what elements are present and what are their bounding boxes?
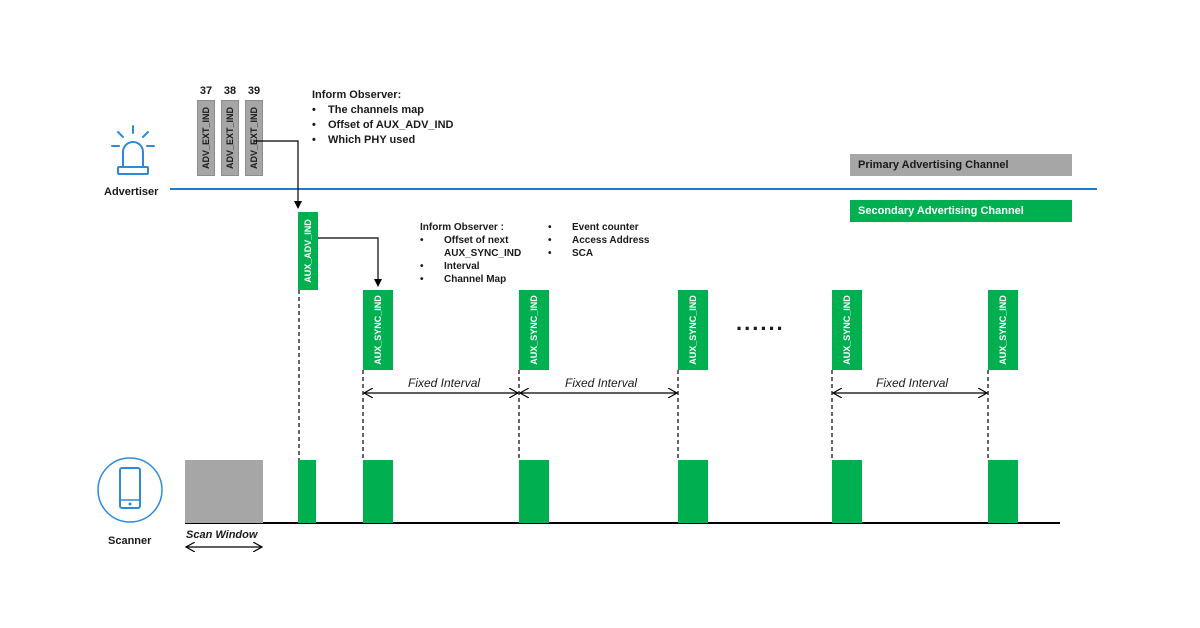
legend-primary: Primary Advertising Channel bbox=[850, 154, 1072, 176]
arrow-to-aux-adv bbox=[254, 140, 302, 209]
scanner-rx-block bbox=[832, 460, 862, 523]
inform-secondary-item: Access Address bbox=[548, 234, 649, 247]
scanner-icon-circle bbox=[97, 457, 163, 523]
inform-primary-title: Inform Observer: bbox=[312, 89, 402, 101]
ellipsis: ...... bbox=[736, 310, 785, 335]
advertiser-icon bbox=[108, 122, 158, 182]
adv-ext-ind-38: ADV_EXT_IND bbox=[221, 100, 239, 176]
inform-secondary-item-cont: AUX_SYNC_IND bbox=[444, 248, 522, 259]
aux-sync-ind-box: AUX_SYNC_IND bbox=[832, 290, 862, 370]
aux-sync-ind-box: AUX_SYNC_IND bbox=[519, 290, 549, 370]
interval-label: Fixed Interval bbox=[876, 376, 949, 390]
scanner-label: Scanner bbox=[108, 535, 152, 547]
scan-window-box bbox=[185, 460, 263, 523]
inform-primary-item: Which PHY used bbox=[312, 133, 454, 148]
scanner-rx-block bbox=[363, 460, 393, 523]
scanner-rx-block bbox=[519, 460, 549, 523]
channel-39-number: 39 bbox=[247, 85, 261, 97]
adv-ext-ind-37: ADV_EXT_IND bbox=[197, 100, 215, 176]
aux-adv-ind-box: AUX_ADV_IND bbox=[298, 212, 318, 290]
aux-sync-ind-box: AUX_SYNC_IND bbox=[363, 290, 393, 370]
legend-secondary: Secondary Advertising Channel bbox=[850, 200, 1072, 222]
scanner-rx-block bbox=[988, 460, 1018, 523]
scanner-rx-block bbox=[298, 460, 316, 523]
inform-secondary-item: Event counter bbox=[548, 221, 649, 234]
inform-primary-item: Offset of AUX_ADV_IND bbox=[312, 118, 454, 133]
phone-icon-body bbox=[119, 467, 141, 509]
inform-secondary-title: Inform Observer : bbox=[420, 222, 504, 233]
inform-secondary-item: SCA bbox=[548, 247, 649, 260]
aux-sync-ind-box: AUX_SYNC_IND bbox=[988, 290, 1018, 370]
scan-window-label: Scan Window bbox=[186, 529, 258, 541]
arrow-to-first-sync bbox=[308, 237, 382, 287]
inform-secondary-block: Inform Observer : Offset of next AUX_SYN… bbox=[420, 221, 521, 286]
inform-primary-item: The channels map bbox=[312, 103, 454, 118]
inform-secondary-item: Channel Map bbox=[420, 273, 521, 286]
inform-secondary-right: Event counter Access Address SCA bbox=[548, 221, 649, 260]
inform-secondary-item: Offset of next bbox=[420, 234, 521, 247]
channel-37-number: 37 bbox=[199, 85, 213, 97]
inform-primary-block: Inform Observer: The channels map Offset… bbox=[312, 88, 454, 148]
inform-secondary-item: Interval bbox=[420, 260, 521, 273]
interval-label: Fixed Interval bbox=[408, 376, 481, 390]
scanner-rx-block bbox=[678, 460, 708, 523]
channel-38-number: 38 bbox=[223, 85, 237, 97]
interval-label: Fixed Interval bbox=[565, 376, 638, 390]
aux-sync-ind-box: AUX_SYNC_IND bbox=[678, 290, 708, 370]
adv-ext-ind-39: ADV_EXT_IND bbox=[245, 100, 263, 176]
advertiser-label: Advertiser bbox=[104, 186, 159, 198]
